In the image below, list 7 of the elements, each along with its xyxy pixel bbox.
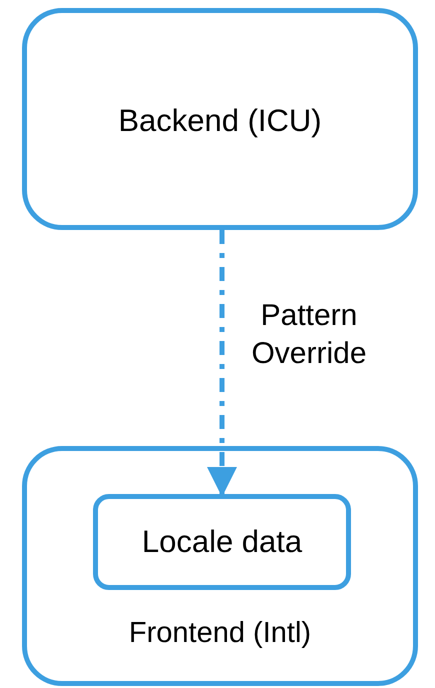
process-box	[93, 494, 351, 590]
node-label: Locale data	[140, 524, 304, 560]
container-box	[22, 8, 418, 230]
container-box	[22, 446, 418, 686]
node-label: Frontend (Intl)	[128, 617, 312, 650]
node-label: Backend (ICU)	[117, 103, 323, 139]
arrow	[207, 230, 237, 497]
